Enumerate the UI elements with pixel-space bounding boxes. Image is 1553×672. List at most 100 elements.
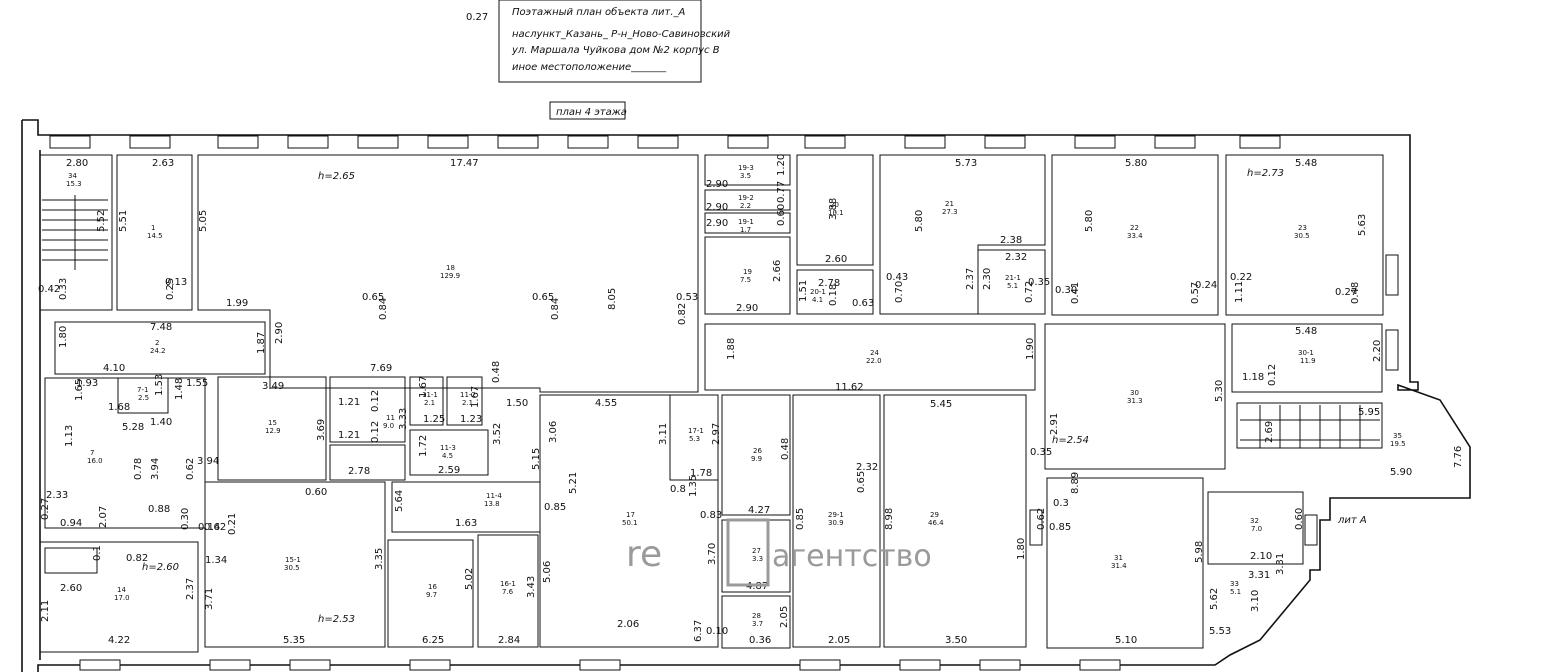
dimension-label: 2.06 xyxy=(617,619,639,630)
svg-text:2.2: 2.2 xyxy=(740,202,751,210)
dimension-label: 2.84 xyxy=(498,635,520,646)
dimension-label: 2.66 xyxy=(772,260,783,282)
svg-text:19: 19 xyxy=(743,268,752,276)
dimension-label: 0.94 xyxy=(60,518,82,529)
dimension-label: 5.45 xyxy=(930,399,952,410)
svg-text:19-3: 19-3 xyxy=(738,164,754,172)
dimension-label: 1.53 xyxy=(154,374,165,396)
svg-text:2.1: 2.1 xyxy=(424,399,435,407)
dimension-label: 2.90 xyxy=(274,322,285,344)
dimension-label: 5.95 xyxy=(1358,407,1380,418)
dimension-label: 2.37 xyxy=(965,268,976,290)
dimension-label: 0.43 xyxy=(886,272,908,283)
svg-text:7.6: 7.6 xyxy=(502,588,514,596)
dimension-label: 2.90 xyxy=(706,218,728,229)
svg-text:4.5: 4.5 xyxy=(442,452,453,460)
dimension-label: 0.53 xyxy=(676,292,698,303)
svg-text:22: 22 xyxy=(1130,224,1139,232)
dimension-label: 1.23 xyxy=(460,414,482,425)
dimension-label: 0.60 xyxy=(1294,508,1305,530)
svg-text:19-1: 19-1 xyxy=(738,218,754,226)
dimension-label: 0.77 xyxy=(776,181,787,203)
svg-text:27.3: 27.3 xyxy=(942,208,958,216)
svg-text:11-2: 11-2 xyxy=(460,391,476,399)
dimension-label: 2.78 xyxy=(348,466,370,477)
dimension-label: 2.91 xyxy=(1049,413,1060,435)
dimension-label: 1.93 xyxy=(76,378,98,389)
title-line-2: наслункт_Казань_ Р-н_Ново-Савиновский xyxy=(512,29,731,40)
dimension-label: 1.25 xyxy=(423,414,445,425)
svg-text:21: 21 xyxy=(945,200,954,208)
svg-text:11-4: 11-4 xyxy=(486,492,502,500)
dimension-label: 0.85 xyxy=(1049,522,1071,533)
room-label: 17-15.3 xyxy=(688,427,704,443)
dimension-label: 5.48 xyxy=(1295,158,1317,169)
dimension-label: 0.65 xyxy=(532,292,554,303)
dimension-label: 2.05 xyxy=(779,606,790,628)
svg-text:10.1: 10.1 xyxy=(828,209,844,217)
room-label: 19-11.7 xyxy=(738,218,754,234)
dimension-label: 7.76 xyxy=(1453,446,1464,468)
dimension-label: 0.1 xyxy=(92,545,103,561)
dimension-label: 2.32 xyxy=(1005,252,1027,263)
dimension-label: 1.78 xyxy=(690,468,712,479)
dimension-label: 0.85 xyxy=(544,502,566,513)
dimension-label: 5.15 xyxy=(531,448,542,470)
svg-text:11-1: 11-1 xyxy=(422,391,438,399)
svg-text:3.5: 3.5 xyxy=(740,172,751,180)
dimension-label: 1.50 xyxy=(506,398,528,409)
svg-text:4.1: 4.1 xyxy=(812,296,823,304)
dimension-label: 0.83 xyxy=(700,510,722,521)
svg-text:46.4: 46.4 xyxy=(928,519,944,527)
dimension-label: 0.25 xyxy=(165,278,176,300)
dimension-label: 2.90 xyxy=(736,303,758,314)
svg-text:7-1: 7-1 xyxy=(137,386,148,394)
room-label: 169.7 xyxy=(426,583,437,599)
room-label: 15-130.5 xyxy=(284,556,301,572)
room-label: 197.5 xyxy=(740,268,752,284)
dimension-label: 0.27 xyxy=(466,12,488,23)
dimension-label: 5.52 xyxy=(96,210,107,232)
svg-text:14.5: 14.5 xyxy=(147,232,163,240)
dimension-label: 7.69 xyxy=(370,363,392,374)
dimension-label: 3.31 xyxy=(1275,553,1286,575)
dimension-label: 0.12 xyxy=(370,421,381,443)
svg-text:26: 26 xyxy=(753,447,762,455)
svg-text:2.5: 2.5 xyxy=(138,394,149,402)
dimension-label: 17.47 xyxy=(450,158,479,169)
room-label: 30-111.9 xyxy=(1298,349,1316,365)
dimension-label: 0.48 xyxy=(491,361,502,383)
dimension-label: 0.48 xyxy=(1350,282,1361,304)
dimension-label: 3.43 xyxy=(526,576,537,598)
room-label: 224.2 xyxy=(150,339,166,355)
dimension-label: 0.78 xyxy=(133,458,144,480)
watermark: re агентство xyxy=(626,518,932,587)
dimension-label: 0.3 xyxy=(1053,498,1069,509)
svg-text:2.1: 2.1 xyxy=(462,399,473,407)
dimension-label: 5.05 xyxy=(198,210,209,232)
svg-text:31.3: 31.3 xyxy=(1127,397,1143,405)
dimension-label: 0.62 xyxy=(185,458,196,480)
svg-text:34: 34 xyxy=(68,172,77,180)
dimension-label: 5.06 xyxy=(542,561,553,583)
room-label: 269.9 xyxy=(751,447,762,463)
svg-text:27: 27 xyxy=(752,547,761,555)
dimension-label: 0.18 xyxy=(828,284,839,306)
svg-text:30: 30 xyxy=(1130,389,1139,397)
dimension-label: 5.53 xyxy=(1209,626,1231,637)
dimension-label: 3.31 xyxy=(1248,570,1270,581)
height-label: h=2.53 xyxy=(318,614,355,625)
dimension-label: 0.84 xyxy=(550,298,561,320)
svg-text:7.0: 7.0 xyxy=(1251,525,1262,533)
dimension-label: 7.48 xyxy=(150,322,172,333)
dimension-label: 2.90 xyxy=(706,202,728,213)
dimension-label: 2.59 xyxy=(438,465,460,476)
room-label: 11-413.8 xyxy=(484,492,502,508)
dimension-label: 3.88 xyxy=(828,198,839,220)
svg-text:5.3: 5.3 xyxy=(689,435,700,443)
